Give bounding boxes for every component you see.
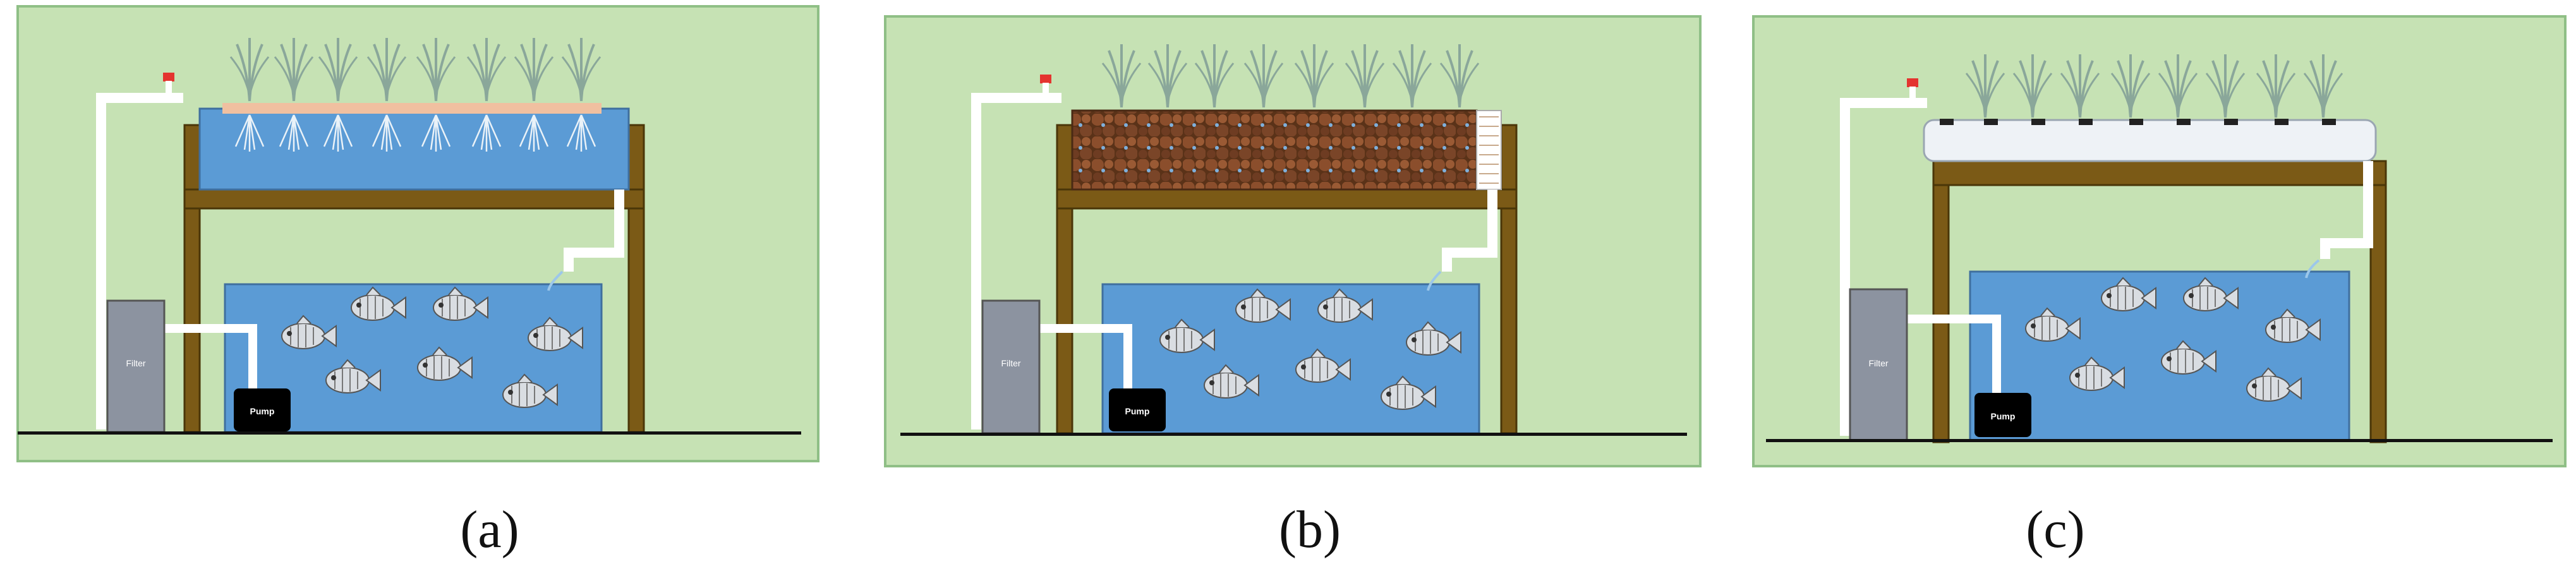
panel-b-media-bed bbox=[1071, 109, 1478, 191]
panel-a-grow-bed bbox=[198, 107, 630, 191]
panel-a-stand-leg-left bbox=[183, 124, 201, 433]
panel-a-raft bbox=[222, 103, 602, 114]
panel-b-valve bbox=[1040, 75, 1051, 83]
panel-a-stand-shelf bbox=[183, 188, 645, 210]
panel-c-pump-label: Pump bbox=[1991, 411, 2016, 421]
panel-b-stand-leg-left bbox=[1056, 124, 1073, 435]
panel-c-net-pots bbox=[1940, 119, 2336, 125]
panel-c-pump-pipe bbox=[1905, 315, 2001, 393]
panel-b-ground bbox=[900, 433, 1687, 436]
panel-b-pump-pipe bbox=[1036, 324, 1132, 388]
panel-a-pump bbox=[234, 388, 291, 431]
panel-c-fish-tank bbox=[1969, 270, 2350, 442]
panel-c-nft-tube bbox=[1923, 119, 2377, 162]
panel-c-caption: (c) bbox=[2026, 500, 2085, 559]
panel-a-drain-pipe bbox=[564, 189, 624, 272]
panel-c-filter bbox=[1849, 288, 1908, 442]
panel-c: Filter Pump bbox=[1752, 15, 2567, 467]
panel-a-caption: (a) bbox=[460, 500, 519, 559]
panel-a-ground bbox=[18, 431, 801, 435]
panel-a-filter bbox=[106, 299, 166, 433]
panel-c-stand-leg-left bbox=[1932, 169, 1950, 443]
panel-c-filter-label: Filter bbox=[1868, 358, 1888, 368]
panel-b-stand-shelf bbox=[1056, 188, 1518, 210]
panel-b-caption: (b) bbox=[1279, 500, 1341, 559]
panel-b: Filter Pump bbox=[884, 15, 1702, 467]
panel-a-filter-label: Filter bbox=[126, 358, 145, 368]
panel-b-pump-label: Pump bbox=[1125, 406, 1150, 416]
panel-c-feed-pipe bbox=[1840, 98, 1927, 436]
panel-b-media-guard bbox=[1476, 110, 1502, 190]
panel-c-ground bbox=[1766, 439, 2553, 442]
panel-a-feed-pipe bbox=[96, 93, 183, 430]
panel-c-stand-shelf bbox=[1932, 160, 2387, 186]
panel-c-valve bbox=[1907, 78, 1918, 87]
panel-b-filter-label: Filter bbox=[1001, 358, 1020, 368]
panel-a-pump-pipe bbox=[161, 324, 257, 388]
panel-b-stand-leg-right bbox=[1500, 124, 1518, 435]
panel-b-drain-pipe bbox=[1442, 189, 1497, 272]
panel-a-stand-leg-right bbox=[627, 124, 645, 433]
panel-c-pump bbox=[1974, 393, 2031, 437]
panel-a-pump-label: Pump bbox=[250, 406, 275, 416]
panel-b-feed-pipe bbox=[971, 93, 1061, 430]
panel-a-valve bbox=[163, 73, 174, 81]
panel-a: Filter Pump bbox=[16, 5, 819, 462]
panel-c-drain-pipe bbox=[2320, 161, 2373, 259]
panel-b-pump bbox=[1109, 388, 1166, 431]
